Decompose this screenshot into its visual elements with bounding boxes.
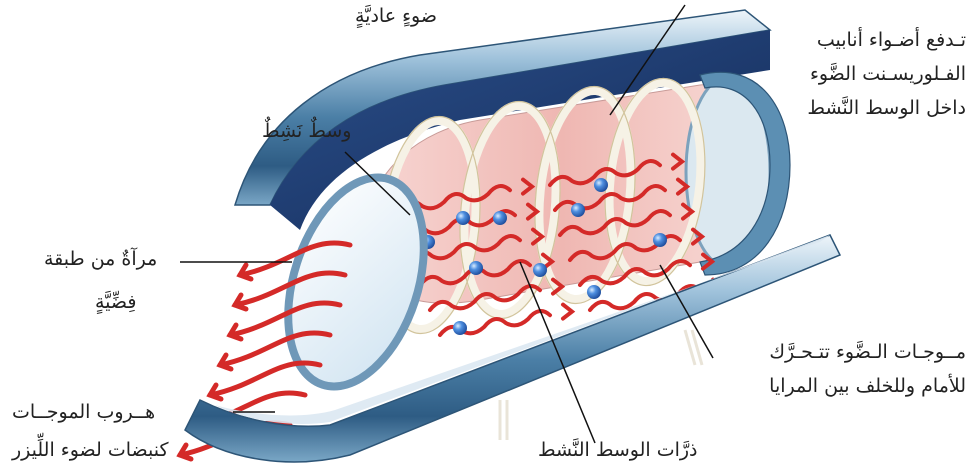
label-silver-mirror-line1: مرآةٌ من طبقة — [44, 245, 157, 274]
label-fluorescent-line3: داخل الوسط النَّشط — [807, 94, 966, 123]
label-ordinary-light: ضوءٍ عاديَّةٍ — [355, 2, 437, 31]
label-waves-move-line1: مــوجـات الـضَّوء تتـحـرَّك — [769, 338, 966, 367]
label-active-medium: وسطٌ نَشِطٌ — [262, 117, 351, 146]
label-active-atoms: ذرَّات الوسط النَّشط — [538, 436, 698, 465]
label-laser-pulses: كنبضات لضوء اللِّيزر — [12, 436, 169, 465]
label-silver-mirror-line2: فِضِّيَّةٍ — [95, 288, 136, 317]
label-waves-move-line2: للأمام وللخلف بين المرايا — [769, 372, 966, 401]
label-escaping-waves: هــروب الموجــات — [12, 398, 155, 427]
wave-arrow-head — [563, 305, 572, 319]
label-fluorescent-line2: الفـلوريسـنت الضَّوء — [810, 60, 966, 89]
label-fluorescent-line1: تـدفع أضـواء أنابيب — [817, 26, 966, 55]
